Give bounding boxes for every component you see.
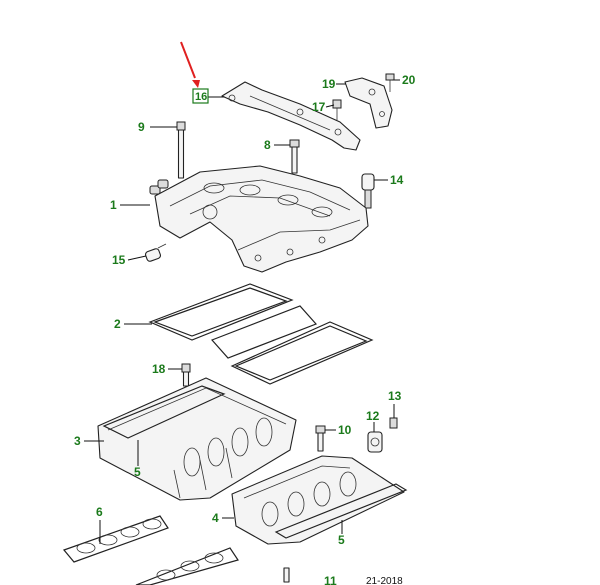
part-15-sensor: [145, 243, 167, 262]
part-2-gasket-set: [148, 283, 374, 385]
callout-1: 1: [110, 198, 117, 212]
part-4-lower-manifold: [231, 455, 408, 545]
reference-code: 21-2018: [366, 576, 403, 585]
part-16-bracket: [221, 81, 361, 151]
part-9-bolt: [176, 121, 186, 179]
callout-16-box: [192, 88, 209, 104]
callout-5-lower: 5: [338, 533, 345, 547]
callout-18: 18: [152, 362, 166, 376]
part-17-bolt: [332, 99, 342, 120]
part-13-bolt: [389, 417, 398, 429]
callout-4: 4: [212, 511, 219, 525]
part-8-bolt: [289, 139, 300, 174]
part-1-upper-manifold: [149, 165, 369, 273]
part-18-bolt: [181, 363, 191, 387]
callout-10: 10: [338, 423, 352, 437]
callouts: 16 19 20 17 9 8 14 1 15 2 18 3 5 10 12 1…: [74, 73, 416, 585]
callout-11: 11: [324, 574, 337, 585]
part-19-bracket: [344, 77, 393, 129]
callout-2: 2: [114, 317, 121, 331]
callout-12: 12: [366, 409, 380, 423]
callout-13: 13: [388, 389, 402, 403]
callout-15: 15: [112, 253, 126, 267]
callout-9: 9: [138, 120, 145, 134]
part-20-bolt: [385, 73, 395, 92]
callout-14: 14: [390, 173, 404, 187]
part-10-bolt: [315, 425, 326, 452]
callout-17: 17: [312, 100, 326, 114]
part-3-lower-manifold: [97, 377, 297, 501]
callout-8: 8: [264, 138, 271, 152]
part-12-sensor: [367, 431, 383, 453]
callout-16: 16: [195, 91, 207, 103]
part-6-port-gaskets: [62, 515, 239, 585]
highlight-arrow: [180, 41, 200, 88]
leader-lines: [84, 79, 400, 544]
part-14-sensor: [361, 173, 375, 209]
part-11-bolt: [283, 567, 290, 583]
callout-5-upper: 5: [134, 465, 141, 479]
callout-3: 3: [74, 434, 81, 448]
callout-6: 6: [96, 505, 103, 519]
callout-19: 19: [322, 77, 336, 91]
callout-20: 20: [402, 73, 416, 87]
